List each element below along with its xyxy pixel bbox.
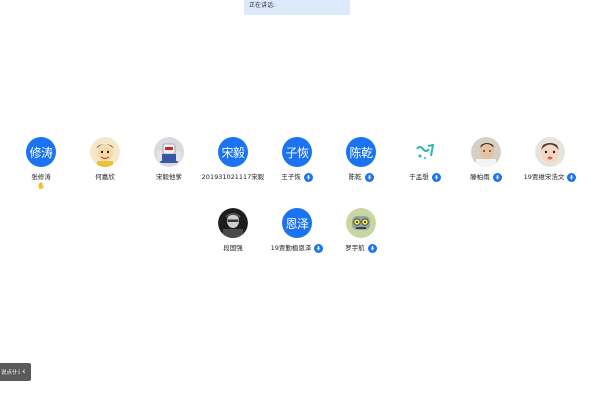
speaking-status-bar: 正在讲话: (244, 0, 350, 15)
participant-name: 段国强 (223, 244, 243, 252)
raised-hand-icon: ✋ (36, 182, 46, 190)
participant-tile[interactable]: 滕柏雨 (446, 137, 526, 182)
participant-name: 罗宇航 (345, 244, 365, 252)
participant-name: 19贾勤植恩泽 (270, 244, 312, 252)
participant-name: 于孟想 (409, 173, 429, 181)
participant-tile[interactable]: 陈乾 陈乾 (321, 137, 401, 182)
robot-cartoon-icon (346, 208, 376, 238)
participant-name: 滕柏雨 (470, 173, 490, 181)
participant-tile[interactable]: 子恢 王子恢 (257, 137, 337, 182)
participant-tile[interactable]: 宋毅 201931021117宋毅 (193, 137, 273, 182)
microphone-icon[interactable] (367, 244, 377, 253)
chat-toggle-button[interactable]: 说点什么... ‹ (0, 363, 31, 381)
participant-name: 王子恢 (281, 173, 301, 181)
participant-tile[interactable]: 段国强 (193, 208, 273, 253)
participant-tile[interactable]: 于孟想 (385, 137, 465, 182)
microphone-icon[interactable] (364, 173, 374, 182)
participant-tile[interactable]: 罗宇航 (321, 208, 401, 253)
baby-photo-icon (535, 137, 565, 167)
participant-name: 陈乾 (348, 173, 362, 181)
participant-name: 宋毅他爹 (156, 173, 182, 181)
avatar: 陈乾 (346, 137, 376, 167)
participant-name: 19贾维宋浩文 (523, 173, 565, 181)
man-dark-photo-icon (218, 208, 248, 238)
robot-photo-icon (154, 137, 184, 167)
microphone-icon[interactable] (567, 173, 577, 182)
sticker-text-icon (410, 137, 440, 167)
microphone-icon[interactable] (303, 173, 313, 182)
participant-tile[interactable]: 修涛 张修涛 ✋ (1, 137, 81, 190)
cartoon-boy-icon (90, 137, 120, 167)
avatar: 宋毅 (218, 137, 248, 167)
participant-tile[interactable]: 19贾维宋浩文 (510, 137, 590, 182)
avatar: 修涛 (26, 137, 56, 167)
man-photo-icon (471, 137, 501, 167)
microphone-icon[interactable] (431, 173, 441, 182)
participant-tile[interactable]: 何嘉欣 (65, 137, 145, 182)
chevron-left-icon: ‹ (22, 366, 26, 377)
participant-name: 201931021117宋毅 (201, 173, 265, 181)
participant-name: 张修涛 (31, 173, 51, 181)
avatar: 恩泽 (282, 208, 312, 238)
microphone-icon[interactable] (314, 244, 324, 253)
participant-tile[interactable]: 宋毅他爹 (129, 137, 209, 182)
microphone-icon[interactable] (492, 173, 502, 182)
chat-input-placeholder: 说点什么... (1, 370, 20, 376)
participant-tile[interactable]: 恩泽 19贾勤植恩泽 (257, 208, 337, 253)
participant-name: 何嘉欣 (95, 173, 115, 181)
avatar: 子恢 (282, 137, 312, 167)
